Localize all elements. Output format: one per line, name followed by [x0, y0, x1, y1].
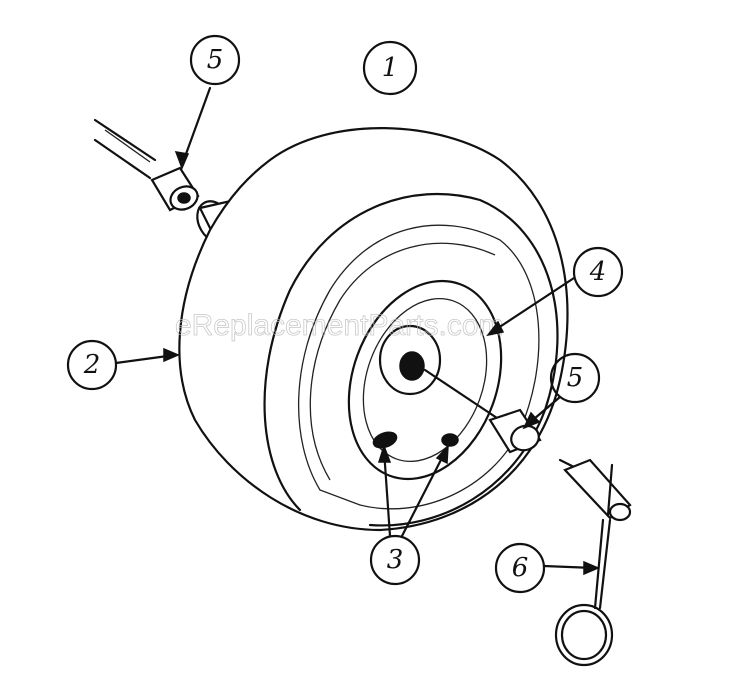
callout-1: 1	[362, 40, 418, 96]
callout-4: 4	[486, 246, 624, 337]
callout-label: 6	[512, 553, 529, 583]
bolts	[372, 431, 459, 449]
callout-label: 3	[387, 545, 404, 575]
callout-label: 2	[83, 350, 101, 380]
callout-2: 2	[66, 339, 180, 391]
rim	[347, 279, 503, 481]
callout-label: 5	[207, 45, 224, 75]
callout-label: 4	[589, 257, 607, 287]
watermark: eReplacementParts.com	[175, 309, 503, 342]
hitch-pin	[554, 518, 614, 667]
callout-label: 5	[567, 363, 584, 393]
axle-right	[423, 368, 632, 522]
callout-5-top: 5	[174, 34, 241, 171]
callout-5-right: 5	[522, 352, 601, 430]
callout-label: 1	[382, 53, 399, 83]
spacer-left	[150, 166, 200, 212]
callout-6: 6	[494, 542, 600, 594]
callout-3: 3	[369, 443, 449, 586]
